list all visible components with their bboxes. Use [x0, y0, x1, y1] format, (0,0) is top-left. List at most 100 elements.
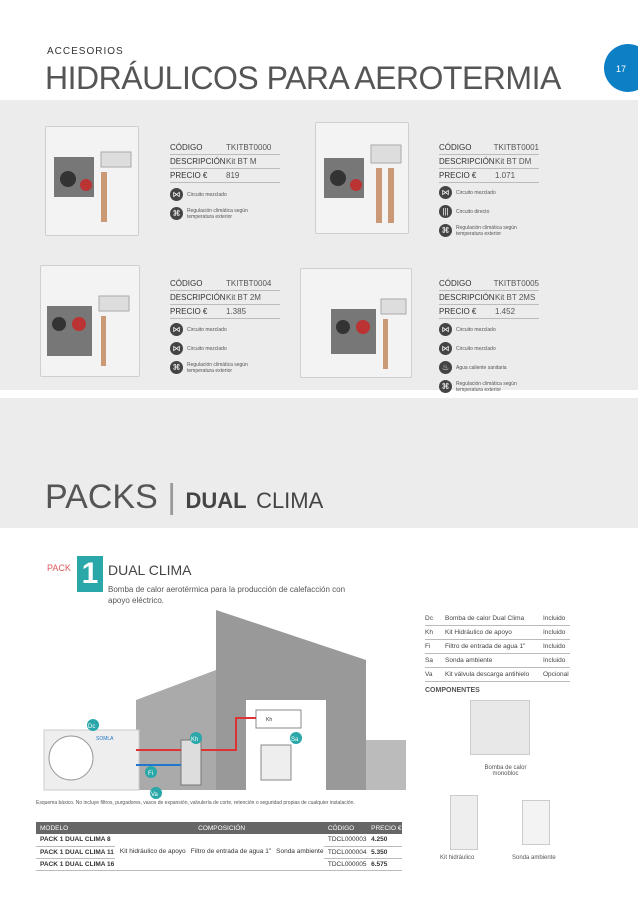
- product-price: 1.385: [226, 307, 247, 316]
- label-descripcion: DESCRIPCIÓN: [439, 157, 495, 166]
- model-cell: PACK 1 DUAL CLIMA 16: [36, 858, 116, 871]
- climate-regulation-icon: ⌘: [439, 224, 452, 237]
- installation-diagram: Dc Kh Sa Fi Va Kh SOMLA: [43, 610, 406, 799]
- code-cell: TDCL000005: [323, 858, 368, 871]
- code-cell: TDCL000004: [323, 846, 368, 859]
- pack-number: 1: [77, 556, 103, 592]
- component-status: Incluido: [543, 615, 566, 622]
- heat-pump-image: [470, 700, 530, 755]
- mixed-circuit-icon: ⋈: [170, 188, 183, 201]
- component-name: Sonda ambiente: [445, 657, 493, 664]
- mixed-circuit-icon: ⋈: [170, 342, 183, 355]
- product-price: 1.452: [495, 307, 516, 316]
- mixed-circuit-icon: ⋈: [439, 186, 452, 199]
- product-image: [315, 122, 409, 234]
- component-status: Opcional: [543, 671, 569, 678]
- header-composicion: COMPOSICIÓN: [115, 822, 324, 834]
- component-status: Incluido: [543, 629, 566, 636]
- feature-label: Circuito mezclado: [187, 326, 227, 333]
- product-image: [40, 265, 140, 377]
- diagram-brand: SOMLA: [96, 736, 114, 742]
- packs-sub: CLIMA: [256, 488, 324, 513]
- packs-band: [0, 398, 638, 528]
- product-price: 819: [226, 171, 240, 180]
- feature-list: ⋈Circuito mezclado ⋈Circuito mezclado ⌘R…: [170, 323, 270, 380]
- price-cell: 5.350: [367, 846, 402, 859]
- mixed-circuit-icon: ⋈: [439, 342, 452, 355]
- label-descripcion: DESCRIPCIÓN: [170, 157, 226, 166]
- hot-water-icon: ♨: [439, 361, 452, 374]
- diagram-label-kh-unit: Kh: [266, 717, 272, 723]
- feature-label: Circuito mezclado: [456, 189, 496, 196]
- page-title: HIDRÁULICOS PARA AEROTERMIA: [45, 60, 561, 96]
- header-precio: PRECIO €: [367, 822, 402, 834]
- composition-sonda: Sonda ambiente: [271, 834, 324, 871]
- product-code: TKITBT0005: [493, 279, 539, 288]
- packs-sub-bold: DUAL: [185, 488, 247, 513]
- product-desc: Kit BT DM: [495, 157, 532, 166]
- header-modelo: MODELO: [36, 822, 116, 834]
- packs-title: PACKS: [45, 478, 158, 516]
- section-kicker: ACCESORIOS: [47, 46, 124, 57]
- feature-item: ⋈Circuito mezclado: [170, 323, 270, 336]
- component-name: Kit válvula descarga antihielo: [445, 671, 530, 678]
- feature-label: Regulación climática según temperatura e…: [187, 361, 248, 374]
- feature-item: ⋈Circuito mezclado: [170, 188, 270, 201]
- climate-regulation-icon: ⌘: [170, 207, 183, 220]
- composition-kit: Kit hidráulico de apoyo: [115, 834, 187, 871]
- component-status: Incluido: [543, 643, 566, 650]
- packs-heading: PACKS | DUAL CLIMA: [45, 478, 324, 516]
- mixed-circuit-icon: ⋈: [439, 323, 452, 336]
- header-codigo: CÓDIGO: [323, 822, 368, 834]
- feature-item: ⋈Circuito mezclado: [439, 323, 539, 336]
- climate-regulation-icon: ⌘: [439, 380, 452, 393]
- product-image: [300, 268, 412, 378]
- diagram-label-kh: Kh: [191, 737, 198, 743]
- pack-description: Bomba de calor aerotérmica para la produ…: [108, 585, 346, 605]
- composition-filter: Filtro de entrada de agua 1": [186, 834, 272, 871]
- diagram-label-dc: Dc: [88, 724, 95, 730]
- component-status: Incluido: [543, 657, 566, 664]
- diagram-label-va: Va: [151, 792, 159, 798]
- feature-item: ||| Circuito directo: [439, 205, 539, 218]
- feature-item: ⋈Circuito mezclado: [439, 342, 539, 355]
- kit-caption: Kit hidráulico: [440, 855, 475, 861]
- diagram-note: Esquema básico. No incluye filtros, purg…: [36, 800, 355, 806]
- feature-label: Circuito mezclado: [187, 345, 227, 352]
- component-code: Dc: [425, 615, 433, 622]
- feature-list: ⋈Circuito mezclado ⌘ Regulación climática…: [170, 188, 270, 226]
- pack-name: DUAL CLIMA: [108, 562, 192, 578]
- feature-label: Circuito directo: [456, 208, 490, 215]
- direct-circuit-icon: |||: [439, 205, 452, 218]
- product-code: TKITBT0001: [493, 143, 539, 152]
- price-cell: 4.250: [367, 834, 402, 847]
- sonda-image: [522, 800, 550, 845]
- product-code: TKITBT0000: [226, 143, 272, 152]
- feature-item: ⋈ Circuito mezclado: [170, 342, 270, 355]
- product-image: [45, 126, 139, 236]
- feature-label: Agua caliente sanitaria: [456, 364, 507, 371]
- label-precio: PRECIO €: [170, 307, 208, 316]
- diagram-label-fi: Fi: [148, 771, 153, 777]
- label-codigo: CÓDIGO: [439, 279, 472, 288]
- page-number: 17: [604, 44, 638, 92]
- component-code: Kh: [425, 629, 433, 636]
- model-cell: PACK 1 DUAL CLIMA 8: [36, 834, 116, 847]
- feature-label: Regulación climática según temperatura e…: [456, 224, 517, 237]
- label-descripcion: DESCRIPCIÓN: [170, 293, 226, 302]
- feature-label: Regulación climática según temperatura e…: [187, 207, 248, 220]
- label-precio: PRECIO €: [439, 171, 477, 180]
- diagram-label-sa: Sa: [291, 737, 299, 743]
- product-price: 1.071: [495, 171, 516, 180]
